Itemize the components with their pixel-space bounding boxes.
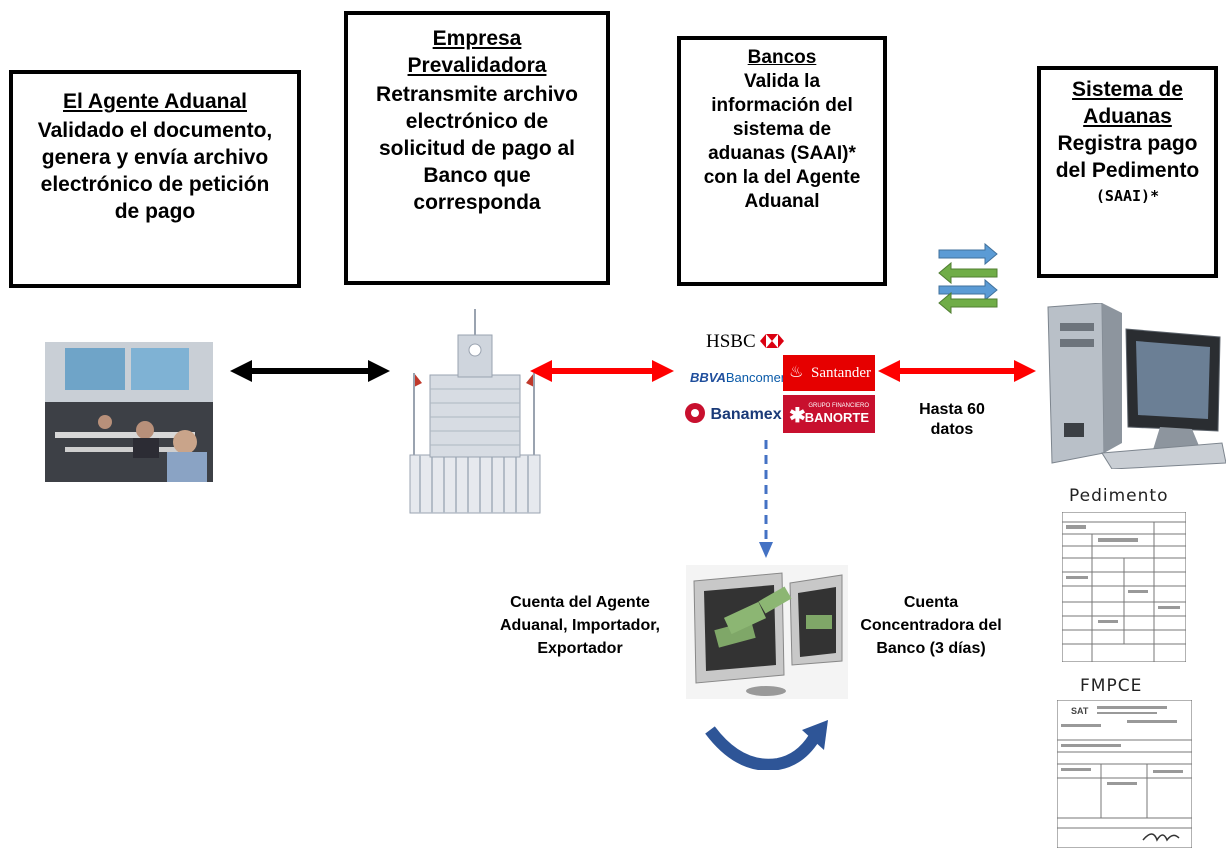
hasta-60-datos-label: Hasta 60 datos xyxy=(919,401,985,438)
banorte-group-label: GRUPO FINANCIERO xyxy=(808,403,869,409)
sistema-aduanas-heading: Sistema de Aduanas xyxy=(1072,78,1183,128)
bancomer-label: Bancomer xyxy=(725,370,786,385)
santander-flame-icon: ♨ xyxy=(789,364,804,381)
pedimento-title: Pedimento xyxy=(1069,486,1169,506)
hsbc-label: HSBC xyxy=(706,331,756,352)
bancos-text: Valida la información del sistema de adu… xyxy=(703,71,861,212)
hsbc-logo: HSBC xyxy=(706,331,785,353)
banamex-logo: Banamex xyxy=(684,402,782,424)
exchange-arrows-icon xyxy=(938,242,998,315)
banamex-icon xyxy=(685,403,705,423)
bbva-bancomer-logo: BBVABancomer xyxy=(690,370,785,385)
office-photo xyxy=(45,342,213,482)
red-double-arrow-1 xyxy=(530,360,674,382)
sat-logo: SAT xyxy=(1071,706,1089,716)
bancos-heading: Bancos xyxy=(747,47,817,68)
saai-note: (SAAI)* xyxy=(1095,187,1160,205)
agente-aduanal-heading: El Agente Aduanal xyxy=(63,90,247,113)
agente-aduanal-text: Validado el documento, genera y envía ar… xyxy=(37,119,273,223)
sistema-aduanas-box: Sistema de Aduanas Registra pago del Ped… xyxy=(1037,66,1218,278)
red-double-arrow-2 xyxy=(878,360,1036,382)
sistema-aduanas-text: Registra pago del Pedimento xyxy=(1055,132,1200,182)
agente-aduanal-box: El Agente Aduanal Validado el documento,… xyxy=(9,70,301,288)
empresa-prevalidadora-box: Empresa Prevalidadora Retransmite archiv… xyxy=(344,11,610,285)
hsbc-hexagon-icon xyxy=(760,334,785,348)
empresa-prevalidadora-text: Retransmite archivo electrónico de solic… xyxy=(376,83,578,214)
building-icon xyxy=(409,309,541,514)
curved-arrow xyxy=(705,720,828,770)
santander-logo: ♨ Santander xyxy=(783,355,875,391)
banamex-label: Banamex xyxy=(710,406,782,423)
banorte-icon: ✱ xyxy=(789,405,806,427)
money-transfer-icon xyxy=(686,565,848,699)
empresa-prevalidadora-heading: Empresa Prevalidadora xyxy=(407,27,547,77)
banorte-label: BANORTE xyxy=(804,410,869,425)
blue-arrow-right-1 xyxy=(938,242,998,266)
green-arrow-left-2 xyxy=(938,291,998,315)
computer-icon xyxy=(1047,303,1226,469)
bbva-label: BBVA xyxy=(690,370,726,385)
green-arrow-left-1 xyxy=(938,261,998,285)
fmpce-title: FMPCE xyxy=(1080,676,1143,696)
black-double-arrow xyxy=(230,360,390,382)
bancos-box: Bancos Valida la información del sistema… xyxy=(677,36,887,286)
dashed-down-arrow xyxy=(759,440,773,558)
cuenta-concentradora-label: Cuenta Concentradora del Banco (3 días) xyxy=(860,594,1002,657)
banorte-logo: ✱ GRUPO FINANCIERO BANORTE xyxy=(783,395,875,433)
cuenta-agente-label: Cuenta del Agente Aduanal, Importador, E… xyxy=(499,594,660,657)
pedimento-document xyxy=(1062,512,1186,662)
santander-label: Santander xyxy=(811,365,871,381)
blue-arrow-right-2 xyxy=(938,278,998,302)
fmpce-document: SAT xyxy=(1057,700,1192,848)
